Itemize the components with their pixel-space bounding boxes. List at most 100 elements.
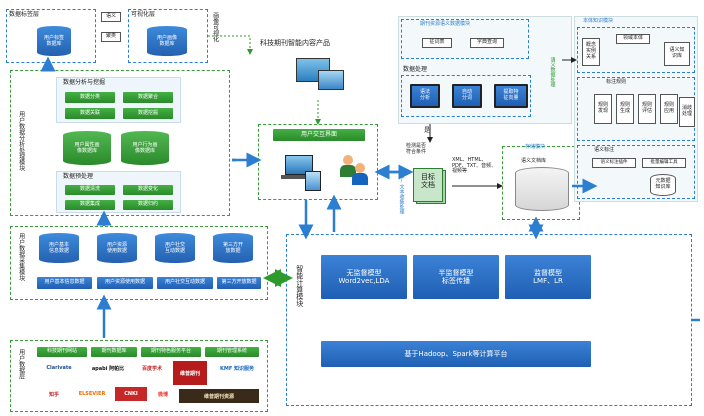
rule-step: 规则 应用 [660, 94, 678, 124]
tag-cluster-box: 聚类 [101, 32, 121, 42]
semantic-top-box: 期刊资源语义数据模块 征词表 字典查询 [401, 19, 529, 59]
annotation-section: 语义标注 语义标注插件 批量编辑工具 元数据 知识库 [577, 145, 695, 199]
collect-side2-label: 标签/文本收集处理 [398, 168, 405, 214]
user-data-layer: 用户数据层 科技期刊网站 期刊数据库 期刊特色服务平台 期刊管理系统 Clari… [10, 340, 268, 412]
model-box: 无监督模型 Word2vec,LDA [321, 255, 407, 299]
processing-label: 数据处理 [403, 66, 428, 73]
collect-module: 用户数据采集模块 用户基本 信息数据 用户资源 使用数据 用户社交 互动数据 第… [10, 226, 268, 300]
dict-box: 字典查询 [470, 38, 504, 48]
collect-db: 用户社交 互动数据 [155, 233, 195, 263]
product-screens [292, 54, 348, 98]
batch-edit-tool: 批量编辑工具 [642, 158, 686, 168]
semantic-side-label: 语义数据处理 [549, 57, 556, 87]
mining-item: 数据挖掘 [123, 108, 173, 119]
preprocess-panel: 数据预处理 数据清洗 数据变化 数据集成 数据归约 [56, 171, 181, 213]
collect-side-label: 用户数据采集模块 [17, 233, 25, 281]
users-icon [339, 155, 369, 187]
storage-module: 存储模块 语义文档库 [502, 144, 580, 220]
model-box: 半监督模型 标签传播 [413, 255, 499, 299]
process-step: 提取特 征向量 [494, 84, 528, 108]
collect-source: 用户社交互动数据 [157, 277, 213, 289]
ontology-module: 本体知识模块 概念 实例 关系 领域本体 语义知 识库 标注规则 规则 发现 规… [574, 16, 698, 202]
yes-label: 是 [424, 127, 431, 134]
target-doc-label: 目标 文档 [421, 173, 435, 189]
platform-button: 期刊管理系统 [205, 347, 259, 357]
rules-title: 标注规则 [606, 79, 627, 85]
model-sub: 标签传播 [442, 277, 470, 285]
platform-button: 期刊数据库 [91, 347, 137, 357]
user-interaction-ui: 用户交互界面 [273, 129, 365, 141]
annotation-plugin: 语义标注插件 [592, 158, 636, 168]
tag-semantic-box: 语义 [101, 12, 121, 22]
semantic-doc-db: 语义文档库 [521, 158, 547, 164]
data-label-layer-title: 数据标签层 [9, 11, 40, 18]
rules-box: 征词表 [422, 38, 452, 48]
collect-db: 用户基本 信息数据 [39, 233, 79, 263]
data-label-layer: 数据标签层 用户标签 数据库 [6, 9, 96, 63]
source-logo: KMF 知识服务 [219, 365, 254, 372]
user-tag-db: 用户标签 数据库 [37, 26, 71, 56]
source-logo: 维普期刊资源 [179, 389, 259, 403]
visualization-layer: 可视化层 用户画像 数据库 [128, 9, 208, 63]
prep-item: 数据清洗 [65, 185, 115, 195]
storage-title: 存储模块 [525, 144, 546, 150]
formats-label: XML、HTML、 PDF、TXT、音频、 视频等 [452, 157, 497, 174]
source-logo: 维普期刊 [173, 361, 207, 385]
source-logo: 百度学术 [141, 365, 162, 372]
collect-source: 第三方开放数据 [217, 277, 261, 289]
collect-source: 用户基本信息数据 [37, 277, 92, 289]
domain-ontology: 领域本体 [616, 34, 650, 44]
model-name: 无监督模型 [346, 268, 382, 277]
model-name: 监督模型 [534, 268, 562, 277]
processing-box: 语法 分析 自动 分词 提取特 征向量 [401, 75, 531, 117]
semantic-module: 期刊资源语义数据模块 征词表 字典查询 数据处理 语法 分析 自动 分词 提取特… [398, 16, 572, 124]
rule-step: 规则 评估 [638, 94, 656, 124]
visualization-title: 可视化层 [131, 11, 156, 18]
source-logo: ELSEVIER [78, 391, 106, 397]
smart-compute-module: 智能计算模块 无监督模型 Word2vec,LDA 半监督模型 标签传播 监督模… [286, 234, 692, 406]
screen-icon [318, 70, 344, 90]
prep-item: 数据集成 [65, 200, 115, 210]
source-logo: CNKI [115, 387, 147, 401]
semantic-kb: 语义知 识库 [664, 42, 690, 66]
check-condition: 检测是否 符合条件 [406, 143, 427, 155]
mining-title: 数据分析与挖掘 [63, 79, 106, 86]
product-title: 科技期刊智能内容产品 [260, 39, 330, 47]
model-box: 监督模型 LMF、LR [505, 255, 591, 299]
model-sub: Word2vec,LDA [338, 277, 390, 285]
mining-item: 数据聚合 [123, 92, 173, 103]
metadata-kb: 元数据 知识库 [650, 174, 676, 196]
source-logo: apabi 阿帕比 [91, 365, 125, 372]
collect-db: 第三方开 放数据 [213, 233, 253, 263]
semantic-title: 期刊资源语义数据模块 [420, 21, 471, 27]
source-logo: 知乎 [48, 391, 59, 398]
collect-source: 用户资源使用数据 [97, 277, 153, 289]
rule-step: 规则 发现 [594, 94, 612, 124]
ontology-title: 本体知识模块 [583, 18, 614, 24]
collect-db: 用户资源 使用数据 [97, 233, 137, 263]
prep-item: 数据归约 [123, 200, 173, 210]
source-logo: 微博 [157, 391, 168, 398]
rules-section: 标注规则 规则 发现 规则 生成 规则 评估 规则 应用 [577, 77, 695, 141]
preprocess-title: 数据预处理 [63, 173, 94, 180]
mining-item: 数据分类 [65, 92, 115, 103]
mining-item: 数据关联 [65, 108, 115, 119]
compute-platform: 基于Hadoop、Spark等计算平台 [321, 341, 591, 367]
user-interaction-panel: 用户交互界面 [258, 124, 378, 200]
ontology-top: 概念 实例 关系 领域本体 语义知 识库 [577, 27, 695, 73]
model-sub: LMF、LR [533, 277, 563, 285]
smart-compute-side-label: 智能计算模块 [295, 265, 304, 307]
mining-panel: 数据分析与挖掘 数据分类 数据聚合 数据关联 数据挖掘 [56, 77, 181, 123]
user-portrait-db: 用户画像 数据库 [147, 26, 187, 56]
process-step: 语法 分析 [410, 84, 440, 108]
analysis-module: 用户数据分析处理模块 数据分析与挖掘 数据分类 数据聚合 数据关联 数据挖掘 用… [10, 70, 230, 216]
user-attribute-db: 用户属性画 像数据库 [63, 131, 111, 165]
devices-icon [281, 149, 325, 193]
rule-step: 规则 生成 [616, 94, 634, 124]
visualization-side-label: 画像可视化 [211, 12, 219, 42]
concept-box: 概念 实例 关系 [582, 38, 600, 66]
platform-button: 科技期刊网站 [37, 347, 87, 357]
doc-db-cylinder [515, 167, 569, 211]
user-behavior-db: 用户行为画 像数据库 [121, 131, 169, 165]
